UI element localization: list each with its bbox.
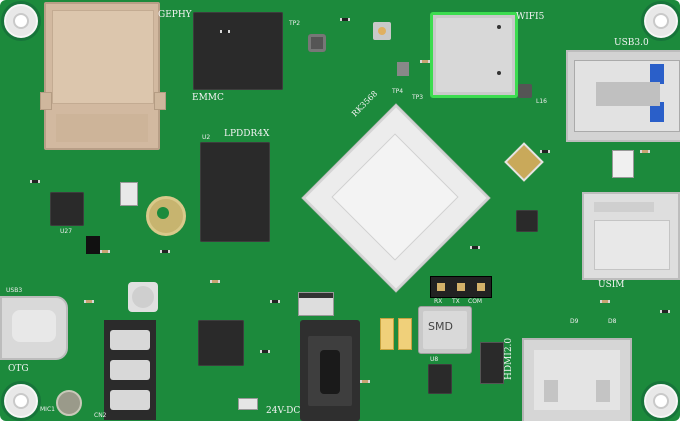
usb30-port	[566, 50, 680, 142]
led-yellow-1	[380, 318, 394, 350]
small-ic-top	[397, 62, 409, 76]
label-24v-dc: 24V-DC	[266, 406, 301, 416]
usb-c-port	[0, 296, 68, 360]
dark-component	[86, 236, 100, 254]
hdmi-port	[522, 338, 632, 421]
label-com: COM	[468, 298, 483, 305]
microphone	[56, 390, 82, 416]
label-lpddr4x: LPDDR4X	[224, 129, 270, 139]
usim-slot[interactable]	[582, 192, 680, 280]
label-hdmi: HDMI2.0	[504, 337, 514, 380]
label-tp3: TP3	[412, 94, 424, 101]
smd-inductor	[418, 306, 472, 354]
label-l16: L16	[536, 98, 547, 105]
button-small	[238, 398, 258, 410]
inductor-left	[128, 282, 158, 312]
crystal-left	[120, 182, 138, 206]
label-usim: USIM	[598, 280, 625, 290]
mount-hole-top-left	[4, 4, 38, 38]
chip-u27	[50, 192, 84, 226]
chip-u8	[428, 364, 452, 394]
diode-right	[480, 342, 504, 384]
chip-right	[516, 210, 538, 232]
label-tx: TX	[452, 298, 460, 305]
label-usb3: USB3	[6, 287, 23, 294]
label-d9: D9	[570, 318, 579, 325]
emmc-chip	[193, 12, 283, 90]
inductor-l16	[518, 84, 532, 98]
label-wifi5: WIFI5	[516, 12, 545, 22]
diode-large	[298, 292, 334, 316]
mount-hole-bottom-right	[644, 384, 678, 418]
label-cn2: CN2	[94, 412, 107, 419]
label-u8: U8	[430, 356, 439, 363]
label-gephy: GEPHY	[158, 10, 192, 20]
chip-pmic	[198, 320, 244, 366]
label-u2: U2	[202, 134, 211, 141]
audio-jack	[104, 320, 156, 420]
inductor-top	[308, 34, 326, 52]
mount-hole-bottom-left	[4, 384, 38, 418]
label-emmc: EMMC	[192, 93, 224, 103]
antenna-connector	[373, 22, 391, 40]
label-tp2: TP2	[289, 20, 301, 27]
lpddr4x-chip	[200, 142, 270, 242]
dc-power-jack	[300, 320, 360, 421]
crystal-right	[504, 142, 544, 182]
label-smd: SMD	[428, 320, 453, 333]
label-usb30: USB3.0	[614, 38, 649, 48]
debug-uart-header[interactable]	[430, 276, 492, 298]
label-otg: OTG	[8, 364, 29, 374]
component-right	[612, 150, 634, 178]
led-yellow-2	[398, 318, 412, 350]
label-u27: U27	[60, 228, 73, 235]
label-d8: D8	[608, 318, 617, 325]
label-tp4: TP4	[392, 88, 404, 95]
mount-hole-top-right	[644, 4, 678, 38]
gold-pad	[146, 196, 186, 236]
ethernet-jack	[40, 2, 166, 150]
label-rx: RX	[434, 298, 443, 305]
soc-rk3568	[302, 104, 490, 292]
wifi-module	[430, 12, 518, 98]
label-mic1: MIC1	[40, 406, 55, 413]
